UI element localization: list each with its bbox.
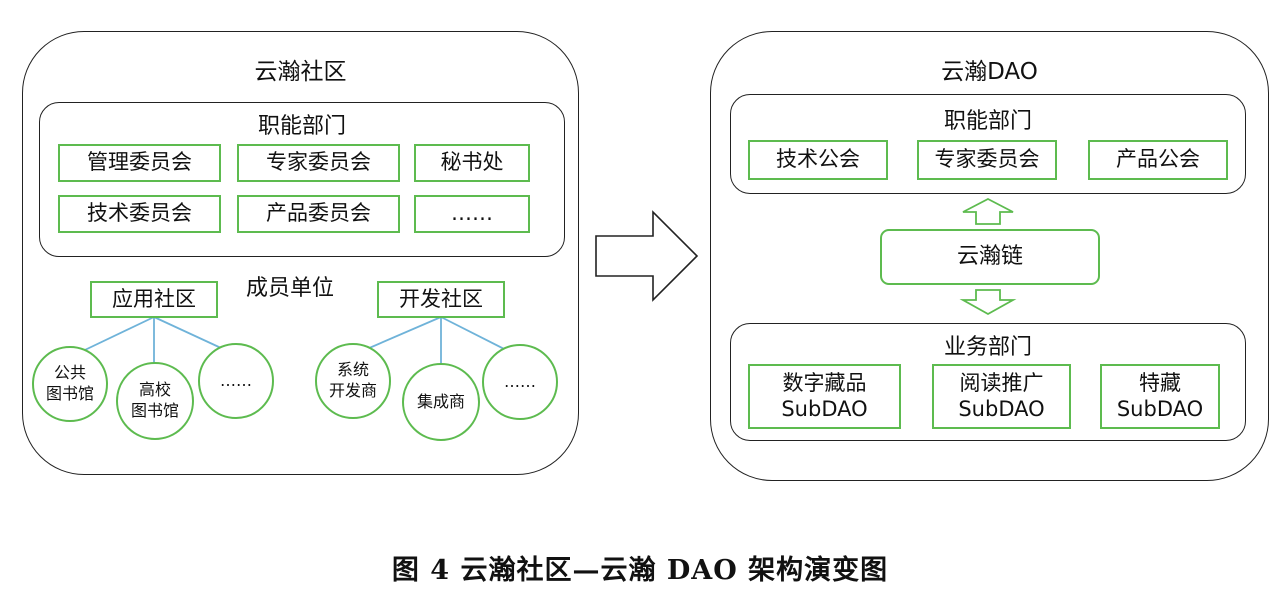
- secretariat-label: 秘书处: [440, 150, 504, 175]
- product-committee-label: 产品委员会: [266, 201, 371, 226]
- tech-guild-box: 技术公会: [748, 140, 888, 180]
- integrator-node: 集成商: [402, 363, 480, 441]
- tech-committee-label: 技术委员会: [87, 201, 192, 226]
- app-community-box: 应用社区: [90, 281, 218, 318]
- mgmt-committee-label: 管理委员会: [87, 150, 192, 175]
- mgmt-committee-box: 管理委员会: [58, 144, 221, 182]
- special-collection-line1: 特藏: [1139, 371, 1181, 396]
- product-committee-box: 产品委员会: [237, 195, 400, 233]
- dev-community-box: 开发社区: [377, 281, 505, 318]
- dev-community-label: 开发社区: [399, 286, 483, 311]
- secretariat-box: 秘书处: [414, 144, 530, 182]
- right-functional-title: 职能部门: [943, 109, 1032, 134]
- app-community-label: 应用社区: [112, 286, 196, 311]
- expert-committee-label: 专家委员会: [266, 150, 371, 175]
- chain-box: 云瀚链: [880, 229, 1100, 285]
- more-dev-node: ……: [482, 344, 558, 420]
- product-guild-box: 产品公会: [1088, 140, 1228, 180]
- members-title: 成员单位: [245, 276, 334, 301]
- tech-committee-box: 技术委员会: [58, 195, 221, 233]
- system-developer-line2: 开发商: [328, 381, 377, 400]
- down-arrow-icon: [959, 289, 1017, 316]
- up-arrow-icon: [962, 197, 1014, 225]
- more-functional-box: ……: [414, 195, 530, 233]
- reading-promotion-subdao-box: 阅读推广 SubDAO: [932, 364, 1071, 429]
- more-app-node: ……: [198, 343, 274, 419]
- more-functional-label: ……: [451, 201, 493, 226]
- public-library-node: 公共 图书馆: [32, 346, 108, 422]
- special-collection-subdao-box: 特藏 SubDAO: [1100, 364, 1220, 429]
- digital-collection-subdao-box: 数字藏品 SubDAO: [748, 364, 901, 429]
- college-library-node: 高校 图书馆: [116, 362, 194, 440]
- tech-guild-label: 技术公会: [776, 147, 860, 172]
- digital-collection-line2: SubDAO: [781, 396, 868, 421]
- public-library-line1: 公共: [53, 363, 86, 383]
- right-expert-committee-label: 专家委员会: [934, 147, 1040, 172]
- special-collection-line2: SubDAO: [1116, 396, 1204, 421]
- integrator-label: 集成商: [416, 391, 465, 411]
- system-developer-node: 系统 开发商: [315, 343, 391, 419]
- left-community-container: [22, 31, 579, 475]
- system-developer-line1: 系统: [336, 360, 369, 380]
- digital-collection-line1: 数字藏品: [782, 371, 867, 396]
- left-title: 云瀚社区: [254, 59, 347, 85]
- left-functional-title: 职能部门: [257, 114, 346, 139]
- public-library-line2: 图书馆: [45, 384, 94, 403]
- figure-caption: 图 4 云瀚社区—云瀚 DAO 架构演变图: [391, 555, 889, 586]
- chain-label: 云瀚链: [956, 243, 1023, 269]
- more-dev-label: ……: [504, 371, 536, 391]
- business-title: 业务部门: [943, 335, 1032, 360]
- right-title: 云瀚DAO: [941, 59, 1038, 85]
- more-app-label: ……: [220, 370, 252, 390]
- right-dao-container: [710, 31, 1269, 481]
- right-expert-committee-box: 专家委员会: [917, 140, 1057, 180]
- college-library-line2: 图书馆: [130, 401, 179, 420]
- product-guild-label: 产品公会: [1116, 147, 1200, 172]
- college-library-line1: 高校: [138, 380, 171, 400]
- reading-promotion-line2: SubDAO: [958, 396, 1045, 421]
- expert-committee-box: 专家委员会: [237, 144, 400, 182]
- reading-promotion-line1: 阅读推广: [959, 371, 1044, 396]
